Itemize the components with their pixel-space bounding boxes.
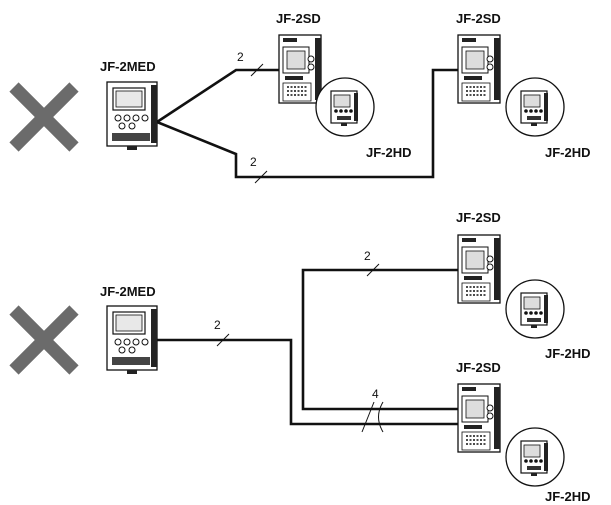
wire-master-trunk bbox=[157, 338, 460, 426]
slave-1-sd-label: JF-2SD bbox=[276, 11, 321, 26]
master-station-icon bbox=[106, 305, 158, 375]
scenario-2: 2 2 4 JF-2MED JF-2SD JF-2HD JF-2SD JF-2H… bbox=[9, 210, 591, 504]
slave-1-sd-icon bbox=[457, 234, 501, 304]
wire-to-slave-1 bbox=[156, 68, 290, 124]
wire-tick-1 bbox=[216, 333, 230, 347]
slave-2-sd-label: JF-2SD bbox=[456, 11, 501, 26]
slave-1-sd-label: JF-2SD bbox=[456, 210, 501, 225]
master-label: JF-2MED bbox=[100, 59, 156, 74]
slave-1-sd-icon bbox=[278, 34, 322, 104]
wire-count-label-1: 2 bbox=[214, 318, 221, 332]
wire-count-label-2: 2 bbox=[364, 249, 371, 263]
wire-count-label-1: 2 bbox=[237, 50, 244, 64]
wire-tick-2 bbox=[366, 263, 380, 277]
wire-count-label-3: 4 bbox=[372, 387, 379, 401]
wire-to-slave-2 bbox=[156, 68, 460, 179]
wire-tick-1 bbox=[250, 63, 264, 77]
slave-2-sd-label: JF-2SD bbox=[456, 360, 501, 375]
x-mark-icon bbox=[9, 82, 79, 152]
slave-2-hd-label: JF-2HD bbox=[545, 489, 591, 504]
wire-count-label-2: 2 bbox=[250, 155, 257, 169]
scenario-1: 2 2 JF-2MED JF-2SD JF-2HD JF-2SD JF-2HD bbox=[9, 11, 591, 184]
slave-2-hd-icon bbox=[505, 77, 565, 137]
slave-1-hd-icon bbox=[505, 279, 565, 339]
wire-bundle-mark bbox=[378, 401, 384, 433]
slave-2-sd-icon bbox=[457, 34, 501, 104]
slave-1-hd-label: JF-2HD bbox=[366, 145, 412, 160]
master-label: JF-2MED bbox=[100, 284, 156, 299]
slave-2-hd-label: JF-2HD bbox=[545, 145, 591, 160]
slave-2-sd-icon bbox=[457, 383, 501, 453]
wire-to-slave-1 bbox=[301, 268, 460, 411]
wire-tick-2 bbox=[254, 170, 268, 184]
x-mark-icon bbox=[9, 305, 79, 375]
slave-2-hd-icon bbox=[505, 427, 565, 487]
slave-1-hd-icon bbox=[315, 77, 375, 137]
wire-tick-4 bbox=[361, 401, 375, 433]
slave-1-hd-label: JF-2HD bbox=[545, 346, 591, 361]
master-station-icon bbox=[106, 81, 158, 151]
